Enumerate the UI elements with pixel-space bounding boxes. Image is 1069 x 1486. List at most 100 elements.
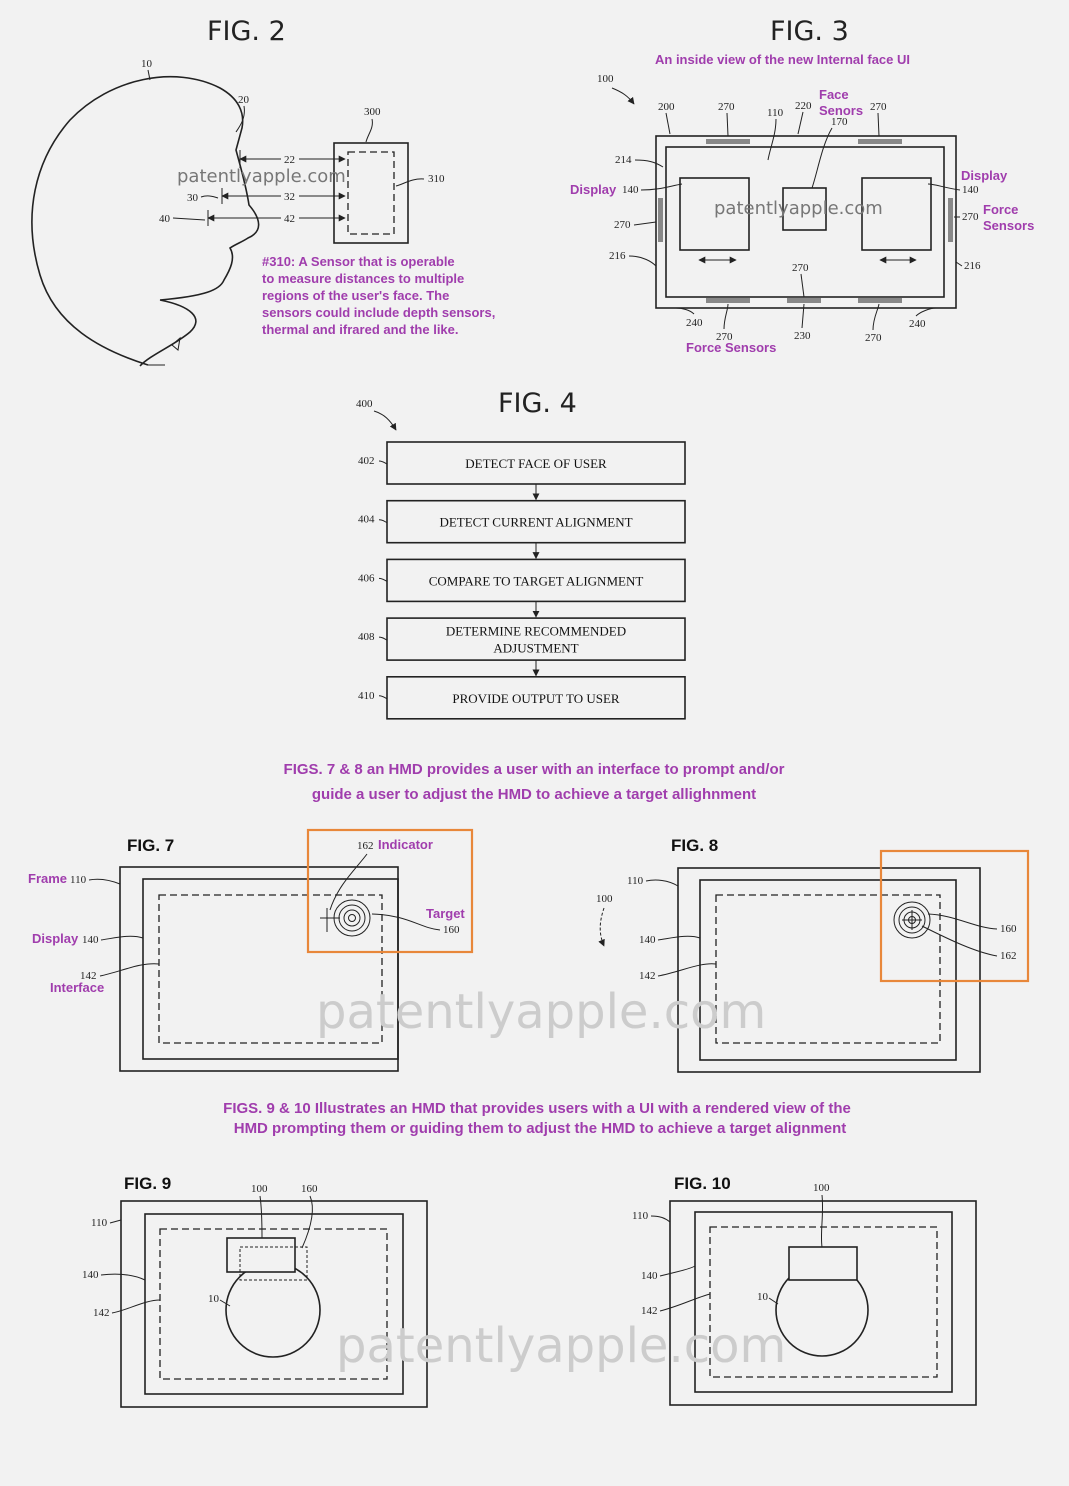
fig2-gap-22 <box>281 150 299 164</box>
fig9: FIG. 9 100 160 110 140 10 142 <box>82 1174 428 1408</box>
fig7-leader-142 <box>99 963 160 977</box>
fig9-leader-100 <box>259 1195 263 1239</box>
fig8-ref-162: 162 <box>1000 950 1017 962</box>
fig3-arrow-100 <box>611 87 635 105</box>
fig7-ref-140: 140 <box>82 934 99 946</box>
fig9-ref-142: 142 <box>93 1307 110 1319</box>
fig2-gap-32 <box>281 188 299 202</box>
fig3-ref-216-left: 216 <box>609 250 626 262</box>
fig10-rendered-hmd-100 <box>788 1246 858 1281</box>
fig2-leader-10 <box>147 69 151 81</box>
fig3-leader-140-right <box>927 183 961 191</box>
fig8-ref-160: 160 <box>1000 923 1017 935</box>
fig2-annotation-line-2: to measure distances to multiple <box>262 271 464 286</box>
fig4-step-leader <box>378 695 388 700</box>
fig10-ref-10: 10 <box>757 1291 769 1303</box>
fig2-head-outline <box>31 76 260 367</box>
fig2-ear <box>171 336 181 351</box>
fig4-step-ref: 410 <box>358 690 375 702</box>
fig3-leader-140-left <box>640 183 683 191</box>
fig2-ref-32: 32 <box>284 191 295 203</box>
fig4-ref-400: 400 <box>356 398 373 410</box>
fig2-ref-20: 20 <box>238 94 250 106</box>
fig3-leader-220 <box>797 111 804 135</box>
fig10-leader-110 <box>650 1215 671 1223</box>
fig4-step-label: DETERMINE RECOMMENDED <box>446 624 626 639</box>
fig7-ref-162: 162 <box>357 840 374 852</box>
fig3-ref-200: 200 <box>658 101 675 113</box>
fig10-ref-110: 110 <box>632 1210 649 1222</box>
fig4-step-box <box>386 675 686 720</box>
fig4-step-leader <box>378 460 388 465</box>
fig3-leader-270-center <box>800 273 805 298</box>
fig3-face-sensors-label-2: Senors <box>819 103 863 118</box>
fig7-display-140 <box>142 878 399 1060</box>
fig7-leader-140 <box>100 935 144 941</box>
fig3-leader-170 <box>811 127 833 189</box>
fig9-leader-110 <box>109 1219 122 1224</box>
fig3-ref-230: 230 <box>794 330 811 342</box>
fig4-step-label: COMPARE TO TARGET ALIGNMENT <box>429 573 644 588</box>
fig9-rendered-hmd-100 <box>226 1237 296 1273</box>
fig4-arrow-400 <box>373 410 397 431</box>
fig10-title: FIG. 10 <box>674 1174 731 1193</box>
fig4-title: FIG. 4 <box>498 388 577 419</box>
fig2-ref-10: 10 <box>141 58 153 70</box>
fig3-force-sensor-top-right <box>858 139 902 144</box>
fig3-display-right <box>861 177 932 251</box>
fig10-display-140 <box>694 1211 953 1393</box>
fig3-ref-140-left: 140 <box>622 184 639 196</box>
fig2-leader-300 <box>365 118 373 143</box>
fig2-ref-22: 22 <box>284 154 295 166</box>
fig2-annotation-line-3: regions of the user's face. The <box>262 288 449 303</box>
fig4-step-leader <box>378 577 388 582</box>
watermark-figs-9-10: patentlyapple.com <box>336 1318 786 1374</box>
fig8-display-140 <box>699 879 957 1061</box>
fig3-ref-140-right: 140 <box>962 184 979 196</box>
fig3-leader-240-left <box>675 307 695 315</box>
fig3-force-sensor-right <box>948 198 953 242</box>
fig3-title: FIG. 3 <box>770 16 849 47</box>
fig3-leader-216-left <box>628 255 657 267</box>
fig2-ref-42: 42 <box>284 213 295 225</box>
fig10-leader-100 <box>820 1194 824 1248</box>
fig3-watermark: patentlyapple.com <box>714 198 883 219</box>
fig3-leader-214 <box>634 159 664 168</box>
fig4-step-label: PROVIDE OUTPUT TO USER <box>452 691 620 706</box>
fig10: FIG. 10 100 110 140 10 142 <box>632 1174 977 1406</box>
fig10-leader-142 <box>659 1293 711 1312</box>
fig9-leader-10 <box>219 1299 231 1307</box>
fig3-display-label-left: Display <box>570 182 617 197</box>
fig3-ref-270-center: 270 <box>792 262 809 274</box>
fig7-title: FIG. 7 <box>127 836 174 855</box>
fig3-subtitle: An inside view of the new Internal face … <box>655 52 910 67</box>
caption-figs-9-10-line-2: HMD prompting them or guiding them to ad… <box>234 1120 847 1137</box>
caption-figs-7-8-line-1: FIGS. 7 & 8 an HMD provides a user with … <box>284 761 785 778</box>
fig3-ref-240-left: 240 <box>686 317 703 329</box>
fig2-device-300 <box>333 142 409 244</box>
fig2-sensor-310 <box>347 151 395 235</box>
fig8-arrow-100 <box>598 907 605 947</box>
fig2-annotation-line-4: sensors could include depth sensors, <box>262 305 495 320</box>
fig9-leader-160 <box>301 1195 313 1249</box>
fig2-ref-30: 30 <box>187 192 199 204</box>
fig10-ref-142: 142 <box>641 1305 658 1317</box>
fig3-outer-frame-200 <box>655 135 957 309</box>
fig2-gap-42 <box>281 211 299 225</box>
fig3: FIG. 3 An inside view of the new Interna… <box>570 16 1034 355</box>
fig8-ref-142: 142 <box>639 970 656 982</box>
fig8: FIG. 8 110 100 140 142 160 162 <box>596 836 1030 1073</box>
fig3-force-sensors-label: Force Sensors <box>686 340 776 355</box>
fig4-step-label: DETECT CURRENT ALIGNMENT <box>439 515 632 530</box>
fig3-inner-frame-110 <box>665 146 945 298</box>
fig3-leader-110 <box>767 118 777 161</box>
fig2-leader-310 <box>395 178 425 187</box>
fig3-display-label-right: Display <box>961 168 1008 183</box>
fig7-leader-110 <box>88 878 121 885</box>
fig7-target-label: Target <box>426 906 465 921</box>
fig9-title: FIG. 9 <box>124 1174 171 1193</box>
fig2: FIG. 2 22 32 42 10 20 300 310 30 40 pate <box>31 16 495 367</box>
fig2-ref-300: 300 <box>364 106 381 118</box>
